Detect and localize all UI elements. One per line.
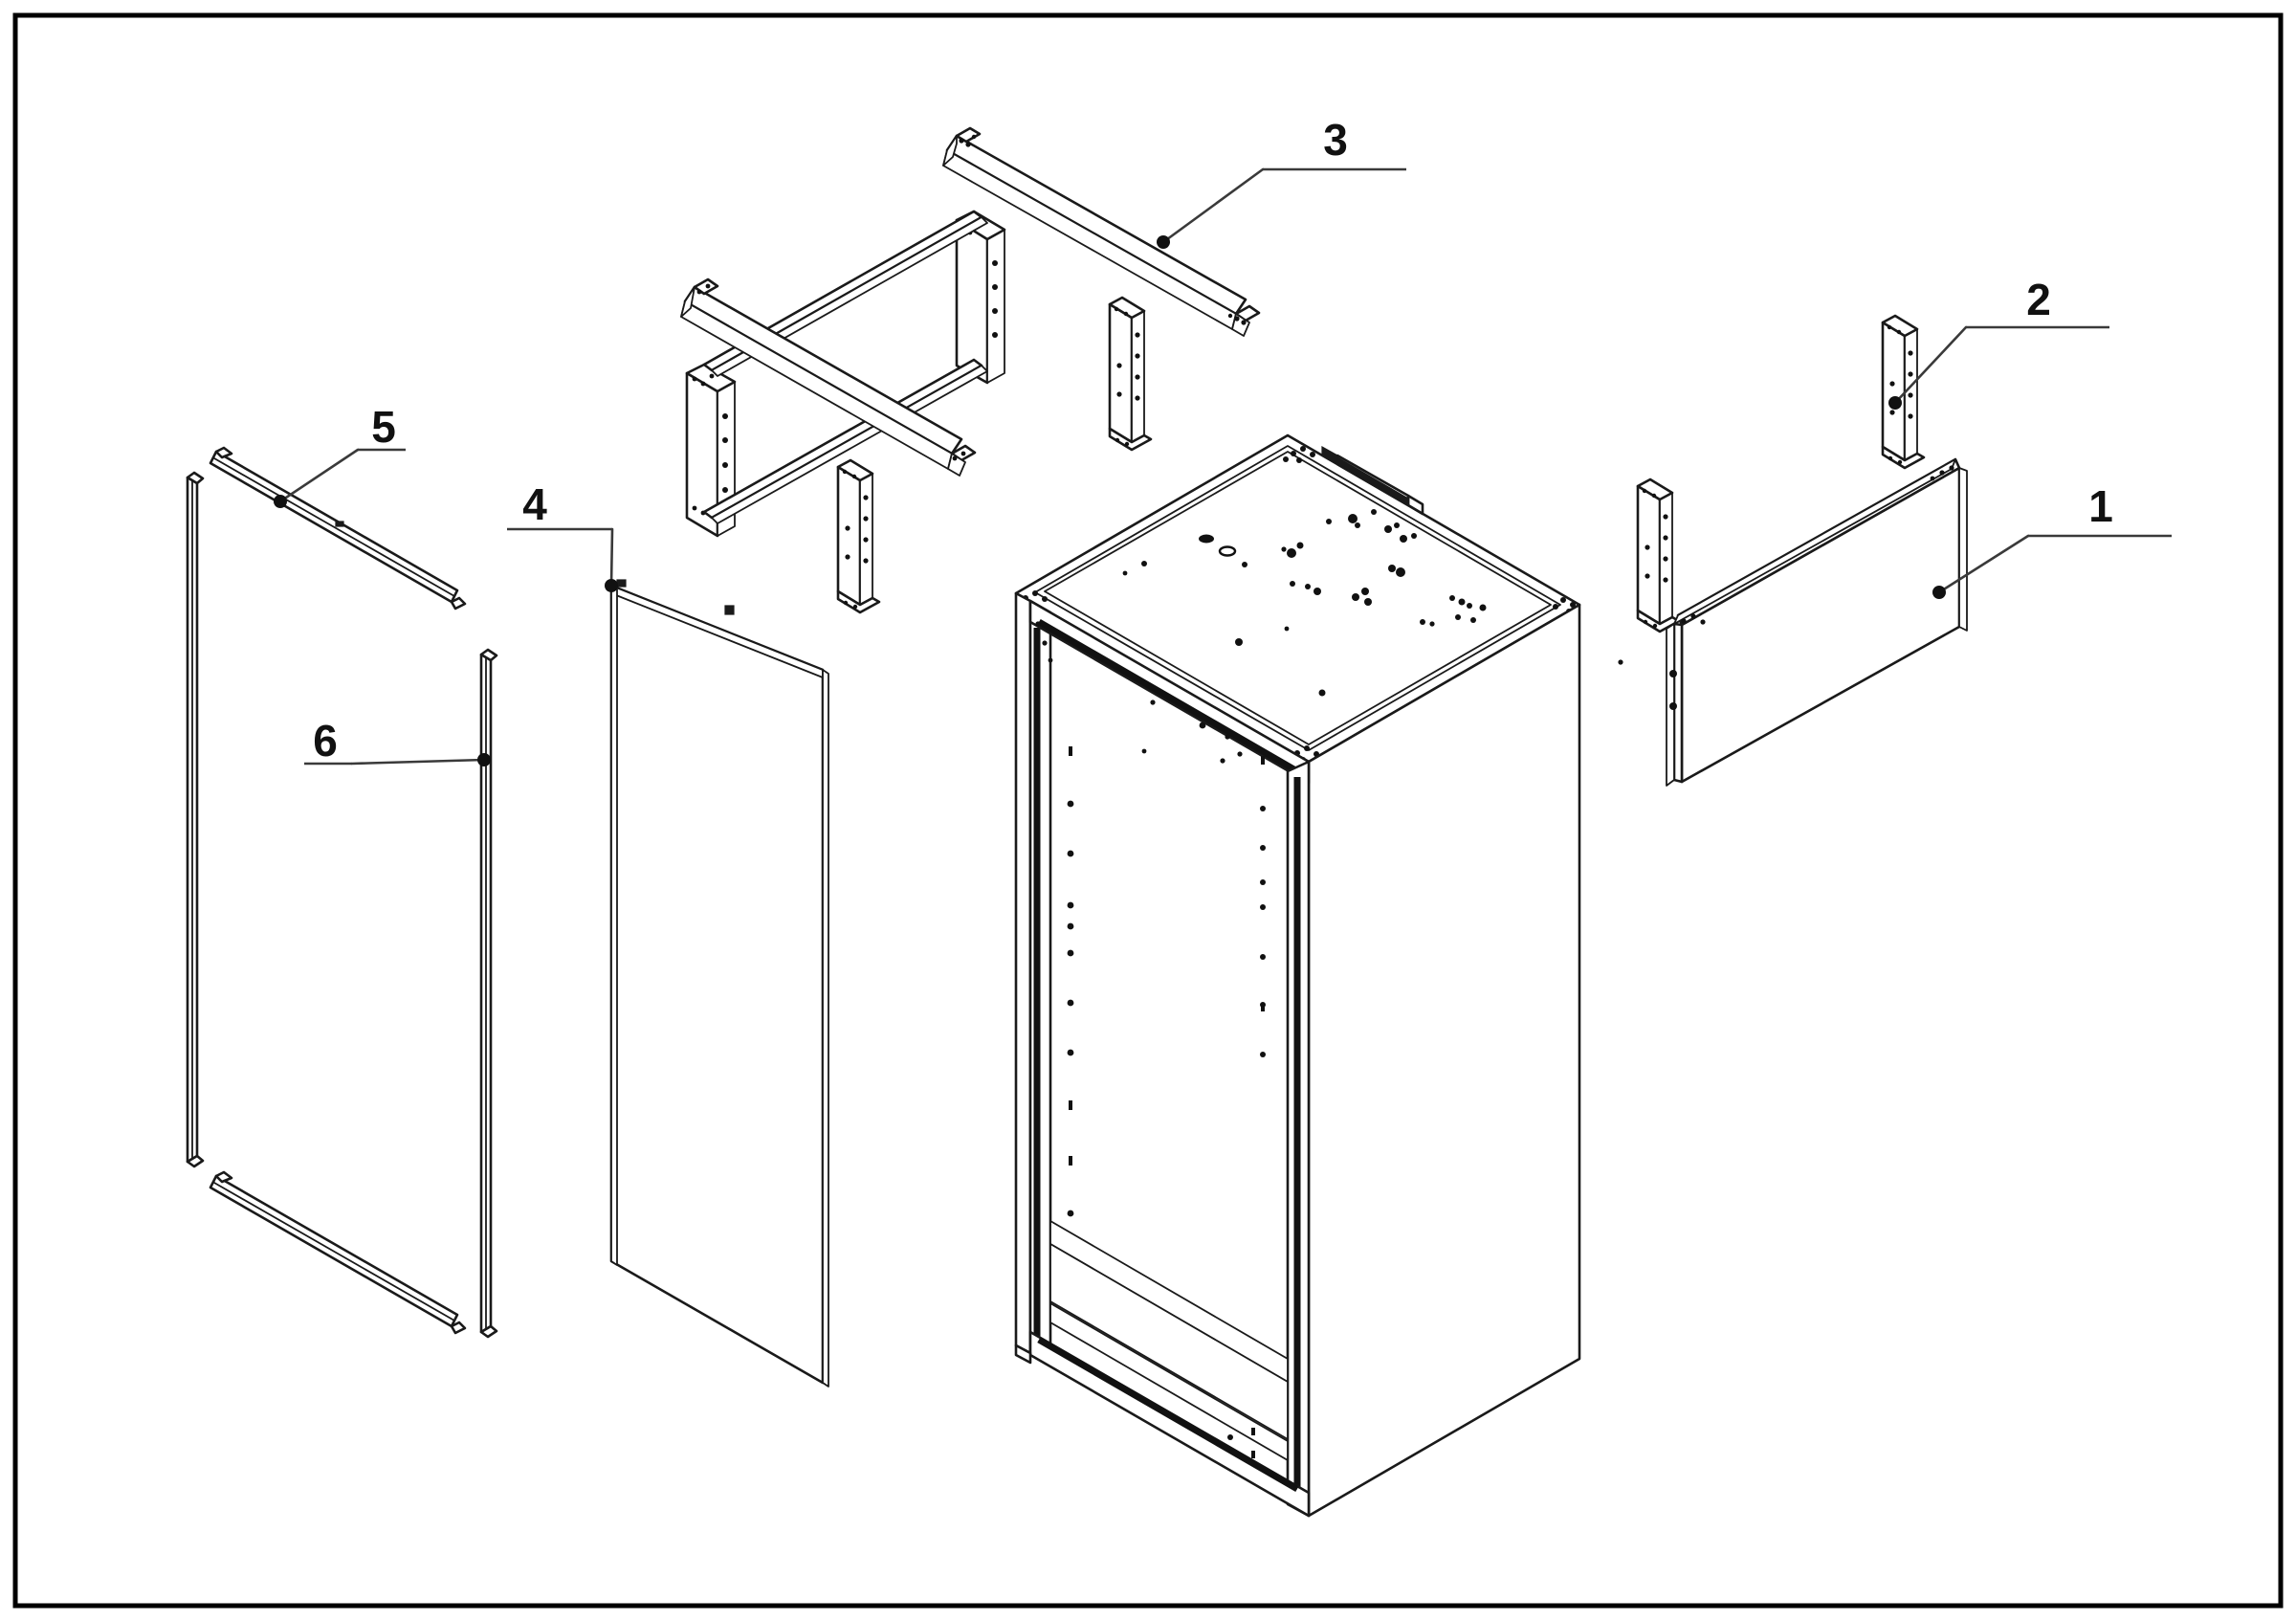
drawing-border [12, 12, 2284, 1609]
callout-1-label: 1 [2088, 481, 2113, 531]
callout-3-anchor-dot [1157, 235, 1170, 249]
part-5-trim-strip-diagonal-top [209, 446, 467, 611]
part-2-post-c [1881, 314, 1926, 470]
callout-1: 1 [1932, 481, 2172, 599]
callout-6-anchor-dot [477, 753, 491, 766]
callout-2: 2 [1888, 275, 2109, 410]
part-3-top-cross-rail [942, 126, 1261, 337]
callout-2-anchor-dot [1888, 396, 1902, 410]
assembly-rectangular-frame [680, 210, 1006, 538]
callout-2-leader [1893, 325, 1968, 405]
callout-4-leader [609, 527, 614, 588]
callout-5-anchor-dot [274, 495, 287, 508]
part-6-trim-strip-vertical-left [186, 471, 205, 1168]
part-4-side-panel [609, 579, 829, 1388]
callout-4-label: 4 [522, 479, 547, 529]
part-5-trim-strip-diagonal-bottom [209, 1170, 467, 1335]
interior-hole-column-left [1067, 746, 1074, 1217]
callout-layer: 1 2 3 4 5 [274, 115, 2172, 766]
callout-6: 6 [304, 716, 491, 766]
interior-hole-column-right [1260, 756, 1266, 1057]
callout-1-leader [1937, 534, 2030, 594]
callout-3-label: 3 [1323, 115, 1348, 165]
part-2-post-a [1108, 296, 1153, 452]
part-2-post-b [836, 458, 881, 614]
assembly-cabinet-body [1014, 433, 1623, 1518]
callout-6-label: 6 [313, 716, 338, 766]
callout-3-leader [1161, 167, 1265, 244]
callout-4-anchor-dot [605, 579, 618, 592]
part-2-post-d [1636, 477, 1681, 633]
part-1-rear-panel [1666, 457, 1968, 787]
callout-3: 3 [1157, 115, 1406, 249]
callout-2-label: 2 [2026, 275, 2051, 324]
callout-4: 4 [507, 479, 618, 592]
callout-6-leader [350, 758, 486, 766]
top-panel-hole-cluster [1122, 509, 1623, 744]
callout-5: 5 [274, 402, 406, 508]
callout-5-label: 5 [371, 402, 396, 452]
part-6-trim-strip-vertical-right [479, 648, 498, 1339]
callout-5-leader [278, 448, 360, 503]
callout-1-anchor-dot [1932, 586, 1946, 599]
